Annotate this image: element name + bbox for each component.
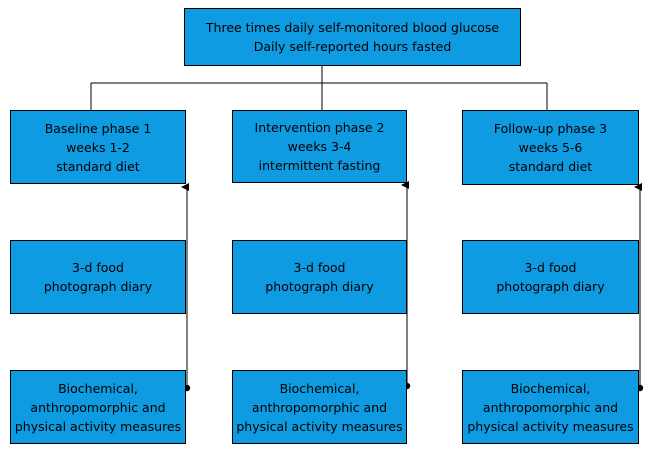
phase-1-box: Baseline phase 1 weeks 1-2 standard diet (10, 110, 186, 184)
phase-3-diet: standard diet (508, 159, 593, 174)
phase-2-food-diary-box: 3-d food photograph diary (232, 240, 407, 314)
phase-3-measures-line-1: Biochemical, (510, 380, 591, 396)
phase-2-title: Intervention phase 2 (254, 120, 385, 135)
phase-1-measures-line-1: Biochemical, (58, 380, 138, 396)
phase-1-measures-box: Biochemical, anthropomorphic and physica… (10, 370, 186, 444)
phase-2-diet: intermittent fasting (258, 158, 381, 173)
phase-2-measures-box: Biochemical, anthropomorphic and physica… (232, 370, 407, 444)
phase-1-diary-line-1: 3-d food (71, 260, 124, 275)
phase-1-title: Baseline phase 1 (44, 120, 152, 136)
phase-2-weeks: weeks 3-4 (287, 139, 352, 154)
phase-3-measures-box: Biochemical, anthropomorphic and physica… (462, 370, 639, 444)
phase-3-weeks: weeks 5-6 (518, 140, 583, 155)
phase-3-title: Follow-up phase 3 (493, 121, 608, 136)
phase-1-diet: standard diet (56, 158, 140, 174)
phase-3-box: Follow-up phase 3 weeks 5-6 standard die… (462, 110, 639, 185)
monitoring-line-2: Daily self-reported hours fasted (253, 39, 452, 54)
phase-2-box: Intervention phase 2 weeks 3-4 intermitt… (232, 110, 407, 183)
phase-2-measures-line-3: physical activity measures (236, 418, 403, 434)
phase-3-diary-line-2: photograph diary (496, 279, 605, 294)
phase-1-food-diary-box: 3-d food photograph diary (10, 240, 186, 314)
phase-1-measures-line-3: physical activity measures (14, 418, 182, 434)
phase-1-diary-line-2: photograph diary (43, 279, 153, 294)
phase-3-diary-line-1: 3-d food (524, 260, 577, 275)
phase-3-food-diary-box: 3-d food photograph diary (462, 240, 639, 314)
monitoring-box: Three times daily self-monitored blood g… (184, 8, 521, 66)
phase-2-measures-line-2: anthropomorphic and (251, 399, 388, 415)
phase-1-weeks: weeks 1-2 (66, 139, 130, 155)
phase-2-diary-line-1: 3-d food (293, 260, 346, 275)
monitoring-line-1: Three times daily self-monitored blood g… (205, 20, 500, 35)
phase-2-measures-line-1: Biochemical, (279, 380, 360, 396)
phase-1-measures-line-2: anthropomorphic and (30, 399, 166, 415)
phase-2-diary-line-2: photograph diary (265, 279, 374, 294)
phase-3-measures-line-2: anthropomorphic and (482, 399, 619, 415)
phase-3-measures-line-3: physical activity measures (467, 418, 634, 434)
